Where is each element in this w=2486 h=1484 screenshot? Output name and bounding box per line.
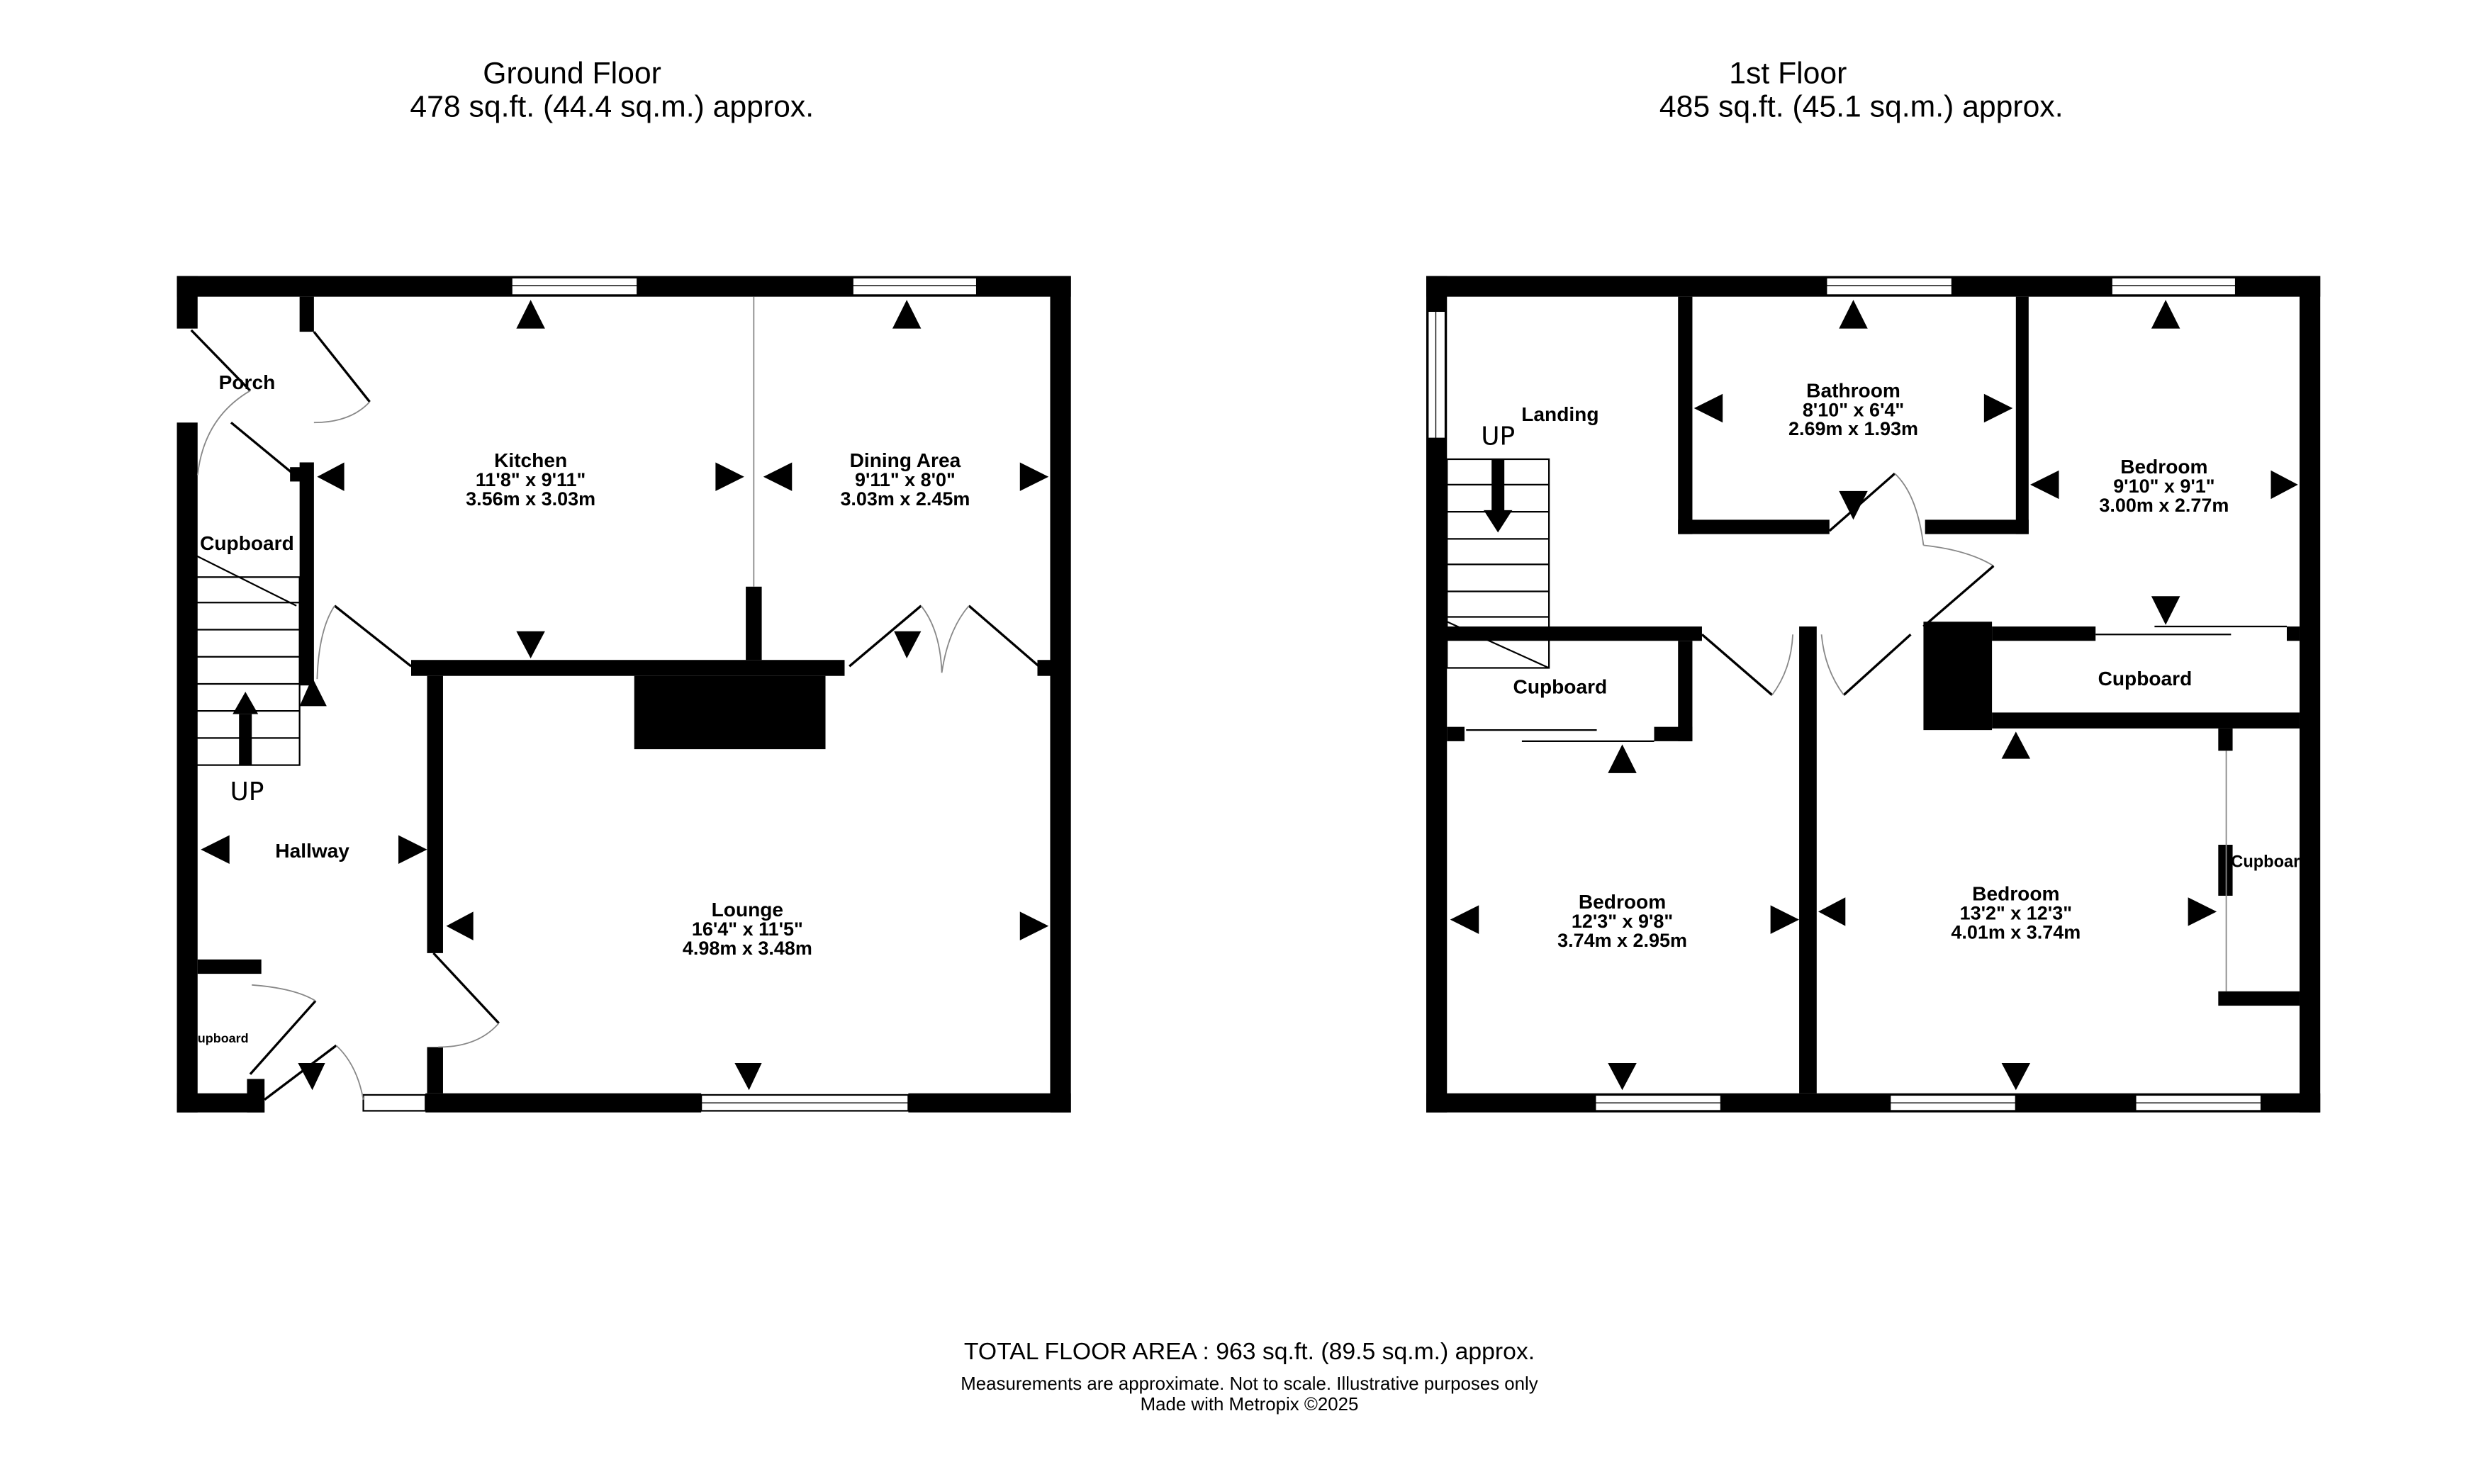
first-floor-plan: Landing Bathroom 8'10" x 6'4" 2.69m x 1.… — [1426, 276, 2321, 1113]
room-dining-area: Dining Area 9'11" x 8'0" 3.03m x 2.45m — [840, 449, 970, 510]
ground-floor-area: 478 sq.ft. (44.4 sq.m.) approx. — [410, 90, 814, 124]
room-label-wardrobe: Cupboar — [2231, 853, 2300, 871]
room-label-small-cupboard: upboard — [198, 1031, 249, 1045]
room-name: Bedroom — [1972, 883, 2059, 905]
ground-stairs — [194, 553, 301, 766]
room-metric: 3.00m x 2.77m — [2099, 495, 2229, 516]
disclaimer: Measurements are approximate. Not to sca… — [961, 1374, 1538, 1394]
room-name: Bathroom — [1806, 379, 1900, 401]
room-imperial: 8'10" x 6'4" — [1803, 399, 1904, 420]
room-kitchen: Kitchen 11'8" x 9'11" 3.56m x 3.03m — [466, 449, 595, 510]
room-name: Bedroom — [1579, 891, 1666, 913]
first-floor-title: 1st Floor — [1729, 56, 1847, 90]
room-metric: 3.56m x 3.03m — [466, 488, 595, 510]
room-label-hallway: Hallway — [275, 840, 349, 862]
room-bedroom-front-left: Bedroom 12'3" x 9'8" 3.74m x 2.95m — [1557, 891, 1687, 951]
room-imperial: 13'2" x 12'3" — [1960, 903, 2072, 924]
room-metric: 2.69m x 1.93m — [1788, 418, 1918, 439]
room-metric: 4.98m x 3.48m — [683, 938, 812, 959]
first-floor-area: 485 sq.ft. (45.1 sq.m.) approx. — [1659, 90, 2064, 124]
room-label-porch: Porch — [219, 371, 276, 393]
room-label-bedroom-cupboard: Cupboard — [2098, 668, 2193, 690]
room-imperial: 9'11" x 8'0" — [855, 469, 956, 490]
room-name: Dining Area — [850, 449, 961, 471]
ground-floor-title: Ground Floor — [483, 56, 661, 90]
room-bedroom-front-right: Bedroom 13'2" x 12'3" 4.01m x 3.74m — [1951, 883, 2081, 943]
ground-floor-plan: Porch Kitchen 11'8" x 9'11" 3.56m x 3.03… — [177, 276, 1071, 1113]
room-label-cupboard: Cupboard — [200, 532, 294, 554]
room-label-landing-cupboard: Cupboard — [1513, 675, 1608, 697]
room-lounge: Lounge 16'4" x 11'5" 4.98m x 3.48m — [683, 899, 812, 959]
room-name: Kitchen — [494, 449, 567, 471]
room-metric: 3.03m x 2.45m — [840, 488, 970, 510]
room-name: Lounge — [712, 899, 783, 921]
room-label-landing: Landing — [1521, 403, 1598, 425]
dimension-arrows — [1450, 300, 2298, 1091]
room-imperial: 11'8" x 9'11" — [476, 469, 586, 490]
room-bathroom: Bathroom 8'10" x 6'4" 2.69m x 1.93m — [1788, 379, 1918, 439]
room-imperial: 16'4" x 11'5" — [692, 918, 803, 940]
first-stairs — [1446, 458, 1550, 669]
room-metric: 4.01m x 3.74m — [1951, 922, 2081, 943]
stairs-up-label: UP — [230, 777, 264, 806]
room-bedroom-rear-right: Bedroom 9'10" x 9'1" 3.00m x 2.77m — [2099, 456, 2229, 516]
room-imperial: 9'10" x 9'1" — [2113, 476, 2215, 497]
room-name: Bedroom — [2120, 456, 2207, 478]
room-metric: 3.74m x 2.95m — [1557, 930, 1687, 951]
total-floor-area: TOTAL FLOOR AREA : 963 sq.ft. (89.5 sq.m… — [964, 1338, 1535, 1365]
dimension-arrows — [201, 300, 1049, 1091]
room-imperial: 12'3" x 9'8" — [1572, 911, 1673, 932]
credit: Made with Metropix ©2025 — [1141, 1395, 1359, 1415]
stairs-up-label: UP — [1481, 422, 1515, 451]
